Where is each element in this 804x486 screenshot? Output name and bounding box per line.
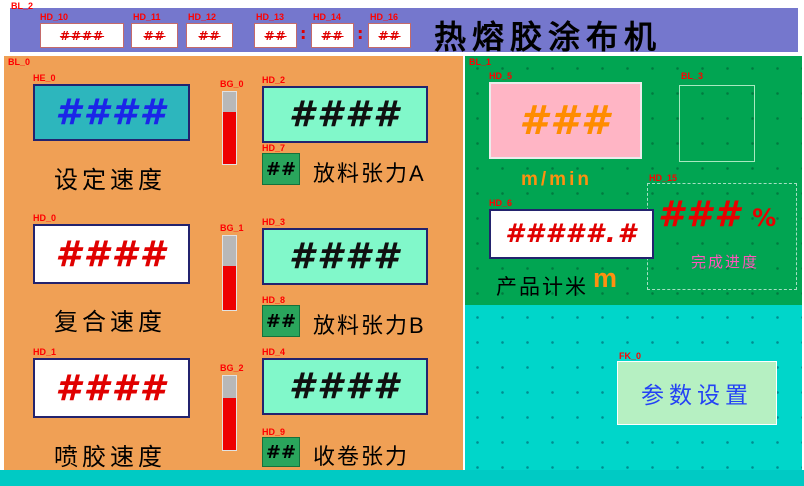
time-field-hour-value: ## xyxy=(264,28,287,43)
progress-display: ### % xyxy=(658,194,776,235)
date-field-year-value: #### xyxy=(59,28,105,43)
progress-value: ### xyxy=(658,194,743,235)
line-speed-display: ### xyxy=(489,82,642,159)
tension-b-caption: 放料张力B xyxy=(313,313,426,338)
spare-box xyxy=(679,85,755,162)
bar-gauge-fill xyxy=(223,112,236,164)
tension-b-label: HD_3 xyxy=(262,217,286,227)
bar-gauge-fill xyxy=(223,265,236,310)
tension-a-label: HD_2 xyxy=(262,75,286,85)
spray-speed-caption: 喷胶速度 xyxy=(54,444,166,471)
tension-b-sub-value: ## xyxy=(265,310,297,332)
spray-speed-value: #### xyxy=(55,367,168,409)
time-field-second: ## xyxy=(368,23,411,48)
meter-counter-label: HD_6 xyxy=(489,198,513,208)
rewind-tension-caption: 收卷张力 xyxy=(313,444,410,469)
settings-button-label: FK_0 xyxy=(619,351,642,361)
progress-unit: % xyxy=(752,204,777,232)
spare-box-label: BL_3 xyxy=(681,71,704,81)
tension-a-sub-display: ## xyxy=(262,153,300,185)
progress-caption: 完成进度 xyxy=(691,254,760,271)
date-field-label: HD_10 xyxy=(40,12,69,22)
composite-speed-display: #### xyxy=(33,224,190,284)
spray-speed-display: #### xyxy=(33,358,190,418)
line-speed-value: ### xyxy=(519,97,612,144)
tension-a-display: #### xyxy=(262,86,428,143)
date-field-month: ## xyxy=(131,23,178,48)
line-speed-unit: m/min xyxy=(521,169,592,190)
tension-a-sub-value: ## xyxy=(265,158,297,180)
time-field-label: HD_13 xyxy=(256,12,285,22)
progress-label: HD_15 xyxy=(649,173,678,183)
set-speed-display[interactable]: #### xyxy=(33,84,190,141)
rewind-tension-sub-display: ## xyxy=(262,437,300,467)
bar-gauge xyxy=(222,235,237,311)
rewind-tension-display: #### xyxy=(262,358,428,415)
set-speed-value: #### xyxy=(55,92,168,133)
tension-a-sub-label: HD_7 xyxy=(262,143,286,153)
bottom-strip xyxy=(0,470,804,486)
date-field-month-value: ## xyxy=(143,28,166,43)
settings-button-text: 参数设置 xyxy=(641,382,753,408)
spray-speed-label: HD_1 xyxy=(33,347,57,357)
header-block-label: BL_2 xyxy=(11,1,34,11)
tension-b-sub-label: HD_8 xyxy=(262,295,286,305)
rewind-tension-value: #### xyxy=(288,366,402,407)
tension-b-display: #### xyxy=(262,228,428,285)
bar-gauge xyxy=(222,91,237,165)
time-field-label: HD_16 xyxy=(370,12,399,22)
time-field-second-value: ## xyxy=(378,28,401,43)
date-field-day: ## xyxy=(186,23,233,48)
time-separator: : xyxy=(357,24,364,43)
bar-gauge-fill xyxy=(223,398,236,450)
rewind-tension-sub-value: ## xyxy=(265,441,297,463)
composite-speed-caption: 复合速度 xyxy=(54,309,166,336)
time-separator: : xyxy=(300,24,307,43)
meter-counter-unit: m xyxy=(593,263,618,293)
rewind-tension-label: HD_4 xyxy=(262,347,286,357)
gauge-label: BG_1 xyxy=(220,223,244,233)
composite-speed-value: #### xyxy=(55,233,168,275)
date-field-label: HD_11 xyxy=(133,12,161,22)
date-field-day-value: ## xyxy=(198,28,221,43)
composite-speed-label: HD_0 xyxy=(33,213,57,223)
gauge-label: BG_0 xyxy=(220,79,244,89)
tension-a-caption: 放料张力A xyxy=(313,161,426,186)
line-speed-label: HD_5 xyxy=(489,71,513,81)
set-speed-label: HE_0 xyxy=(33,73,56,83)
tension-b-value: #### xyxy=(288,236,402,277)
gauge-label: BG_2 xyxy=(220,363,244,373)
time-field-hour: ## xyxy=(254,23,297,48)
meter-counter-display: #####.# xyxy=(489,209,654,259)
bar-gauge xyxy=(222,375,237,451)
main-panel-block-label: BL_0 xyxy=(8,57,31,67)
tension-b-sub-display: ## xyxy=(262,305,300,337)
page-title: 热熔胶涂布机 xyxy=(434,19,663,55)
date-field-label: HD_12 xyxy=(188,12,217,22)
time-field-minute-value: ## xyxy=(321,28,344,43)
settings-button[interactable]: 参数设置 xyxy=(617,361,777,425)
time-field-minute: ## xyxy=(311,23,354,48)
set-speed-caption: 设定速度 xyxy=(54,167,166,194)
date-field-year: #### xyxy=(40,23,124,48)
time-field-label: HD_14 xyxy=(313,12,342,22)
meter-counter-value: #####.# xyxy=(505,219,638,249)
rewind-tension-sub-label: HD_9 xyxy=(262,427,286,437)
right-panel-block-label: BL_1 xyxy=(469,57,492,67)
tension-a-value: #### xyxy=(288,94,402,135)
meter-counter-caption: 产品计米 xyxy=(496,276,588,299)
